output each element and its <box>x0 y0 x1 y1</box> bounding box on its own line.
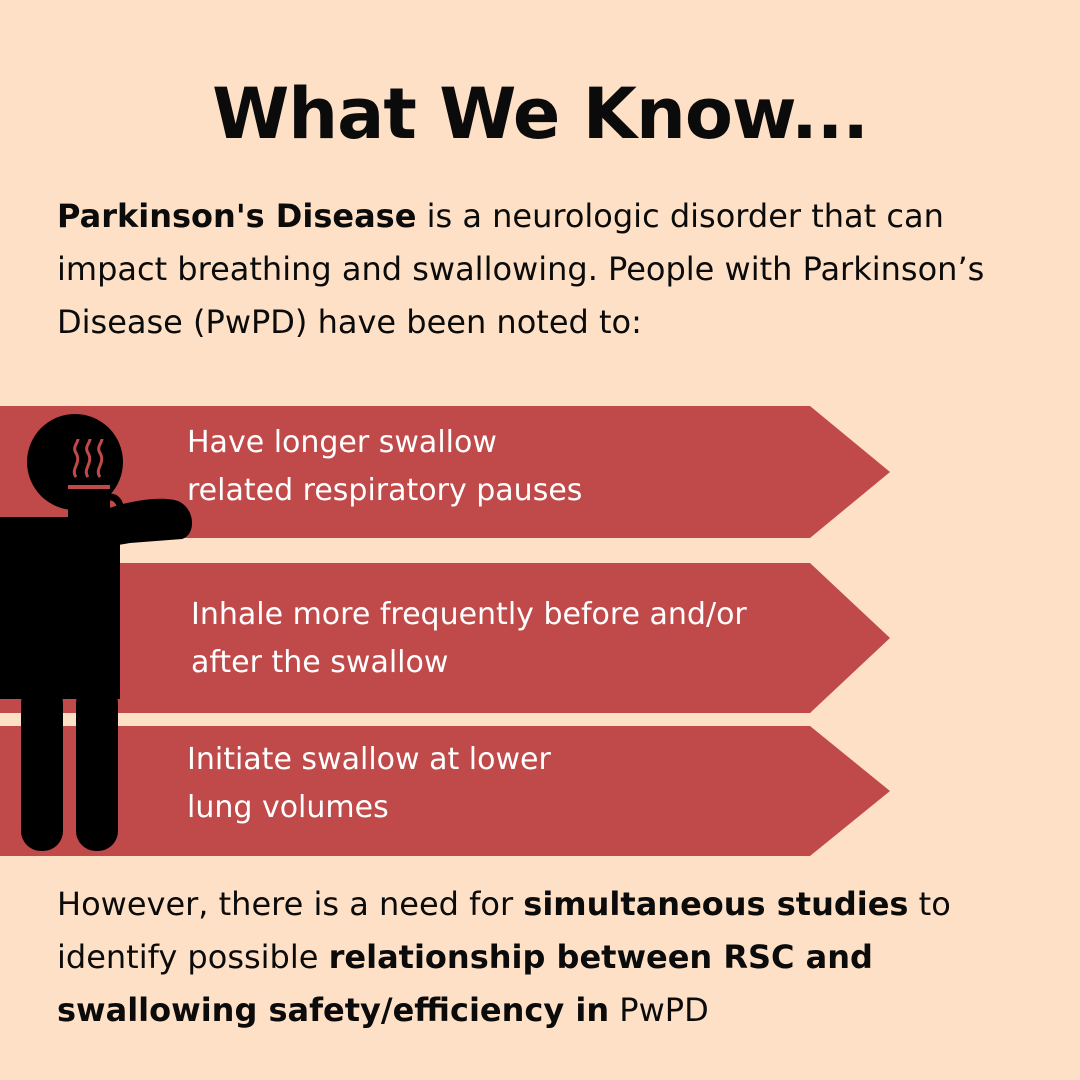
finding-2-line-1: Inhale more frequently before and/or <box>191 597 747 632</box>
person-drinking-hot-drink-icon <box>0 414 193 851</box>
finding-text-2: Inhale more frequently before and/or aft… <box>191 591 871 687</box>
finding-3-line-1: Initiate swallow at lower <box>187 742 551 777</box>
finding-text-3: Initiate swallow at lower lung volumes <box>187 736 747 832</box>
conclusion-paragraph: However, there is a need for simultaneou… <box>57 878 1047 1037</box>
finding-1-line-1: Have longer swallow <box>187 425 497 460</box>
finding-3-line-2: lung volumes <box>187 790 389 825</box>
finding-text-1: Have longer swallow related respiratory … <box>187 419 747 515</box>
page-title: What We Know... <box>212 73 869 155</box>
finding-arrow-2: Inhale more frequently before and/or aft… <box>0 563 890 713</box>
conclusion-part-2: to identify possible <box>57 885 951 976</box>
finding-2-line-2: after the swallow <box>191 645 449 680</box>
finding-1-line-2: related respiratory pauses <box>187 473 583 508</box>
conclusion-bold-1: simultaneous studies <box>523 885 909 923</box>
intro-paragraph: Parkinson's Disease is a neurologic diso… <box>57 190 1047 349</box>
intro-text: is a neurologic disorder that can impact… <box>57 197 985 341</box>
intro-bold-term: Parkinson's Disease <box>57 197 417 235</box>
conclusion-bold-2: relationship between RSC and swallowing … <box>57 938 873 1029</box>
conclusion-part-3: PwPD <box>609 991 709 1029</box>
finding-arrow-3: Initiate swallow at lower lung volumes <box>0 726 890 856</box>
conclusion-part-1: However, there is a need for <box>57 885 524 923</box>
